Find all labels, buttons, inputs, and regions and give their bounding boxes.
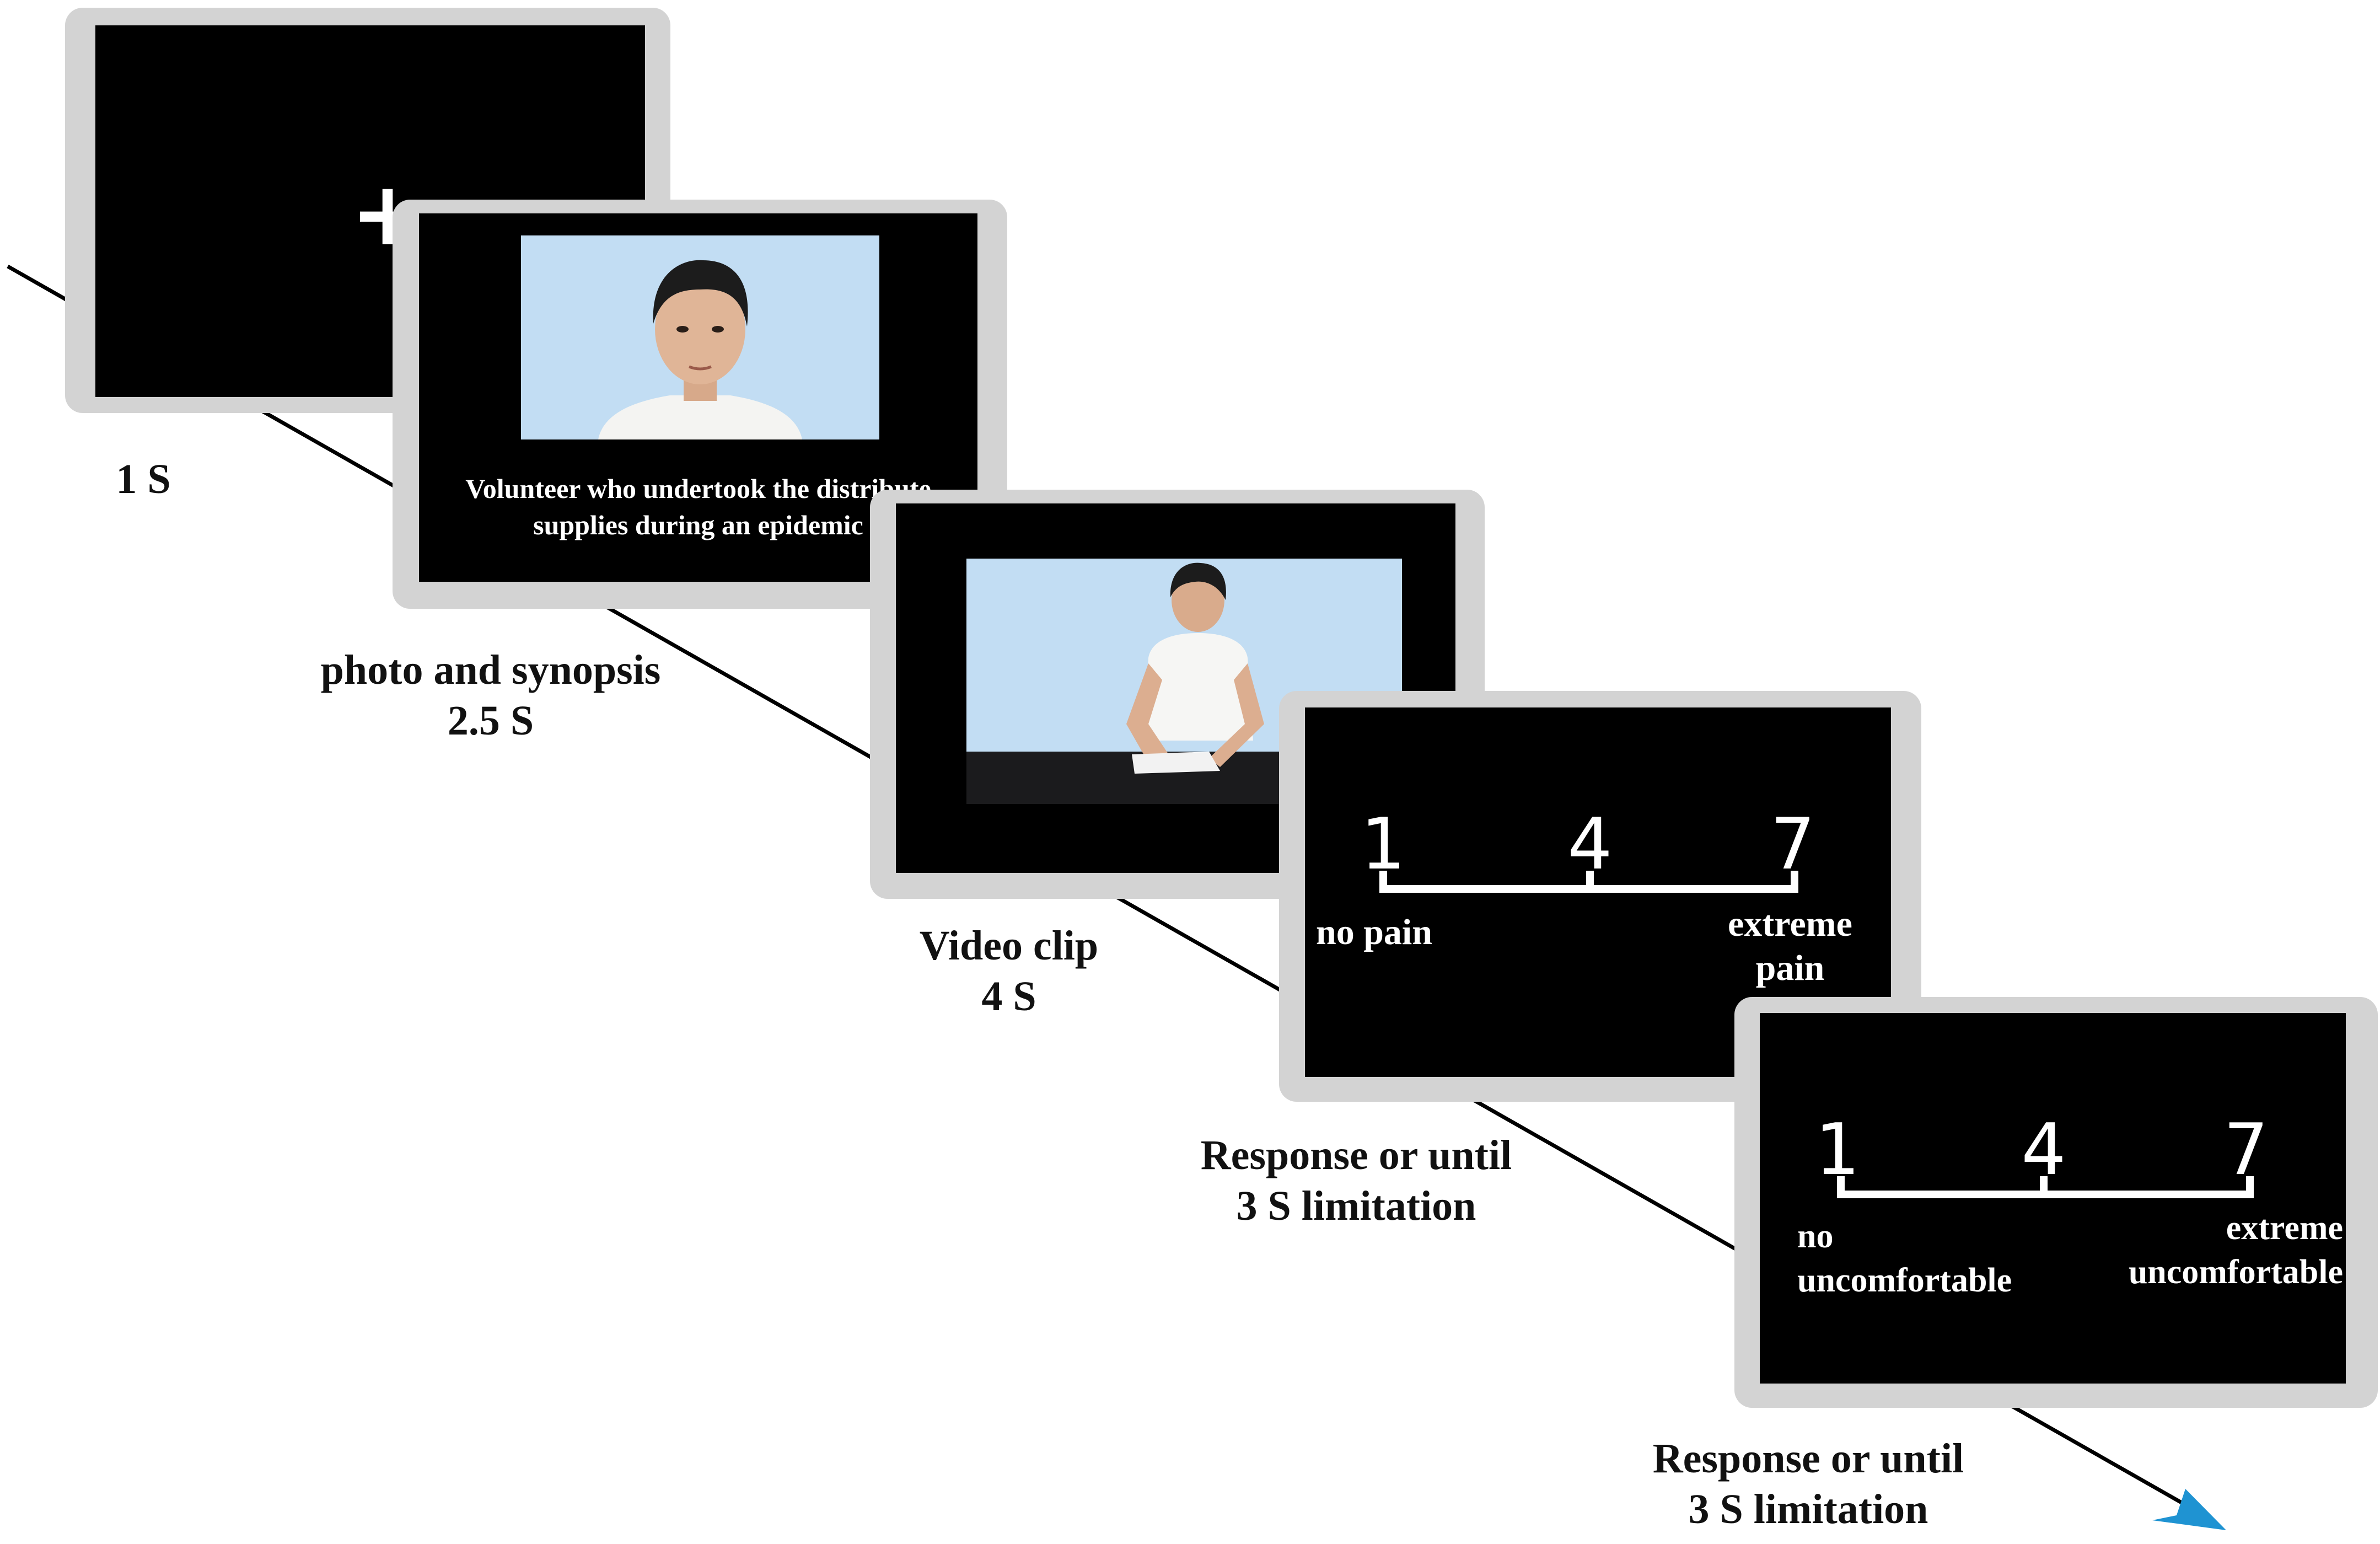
pain-scale-tick-1: 1 (1361, 803, 1406, 886)
discomfort-scale-mid-tick (2040, 1176, 2048, 1198)
discomfort-rating-label-line-1: Response or until (1652, 1435, 1964, 1482)
discomfort-scale-tick-7: 7 (2223, 1109, 2269, 1191)
discomfort-rating-screen: 1 4 7 no uncomfortable extreme uncomfort… (1760, 1013, 2346, 1384)
pain-scale-mid-tick (1586, 871, 1594, 893)
synopsis-caption-line-1: Volunteer who undertook the distribute (465, 473, 931, 504)
video-screen-label-line-2: 4 S (981, 973, 1036, 1020)
pain-rating-screen: 1 4 7 no pain extreme pain (1305, 707, 1891, 1077)
discomfort-scale-right-anchor-line-1: extreme (2226, 1209, 2343, 1247)
discomfort-scale-right-tick (2246, 1176, 2254, 1198)
photo-screen-label-line-2: 2.5 S (447, 698, 534, 744)
pain-scale-tick-4: 4 (1567, 803, 1613, 886)
discomfort-scale-tick-1: 1 (1815, 1109, 1860, 1191)
discomfort-scale-tick-4: 4 (2021, 1109, 2066, 1191)
pain-scale-left-tick (1379, 871, 1387, 893)
person-portrait-icon (598, 260, 802, 439)
photo-screen-label-line-1: photo and synopsis (320, 647, 661, 693)
video-screen-label-line-1: Video clip (919, 923, 1099, 969)
volunteer-portrait-photo (521, 235, 879, 439)
pain-scale-left-anchor: no pain (1316, 912, 1432, 952)
discomfort-scale-left-anchor-line-2: uncomfortable (1797, 1262, 2012, 1299)
discomfort-rating-label-line-2: 3 S limitation (1688, 1486, 1928, 1532)
video-clip-frame (966, 559, 1402, 804)
synopsis-caption-line-2: supplies during an epidemic (533, 510, 863, 540)
discomfort-scale-right-anchor-line-2: uncomfortable (2128, 1253, 2343, 1291)
pain-rating-label-line-2: 3 S limitation (1236, 1183, 1476, 1229)
pain-scale-right-tick (1791, 871, 1798, 893)
pain-scale-right-anchor-line-2: pain (1755, 948, 1825, 988)
pain-rating-label-line-1: Response or until (1200, 1132, 1512, 1178)
timeline-arrow-head-icon (2152, 1489, 2226, 1530)
fixation-duration-label: 1 S (116, 456, 171, 502)
pain-scale-tick-7: 7 (1770, 803, 1815, 886)
pain-scale-right-anchor-line-1: extreme (1728, 904, 1852, 944)
discomfort-scale-left-anchor-line-1: no (1797, 1218, 1834, 1255)
discomfort-scale-left-tick (1837, 1176, 1845, 1198)
